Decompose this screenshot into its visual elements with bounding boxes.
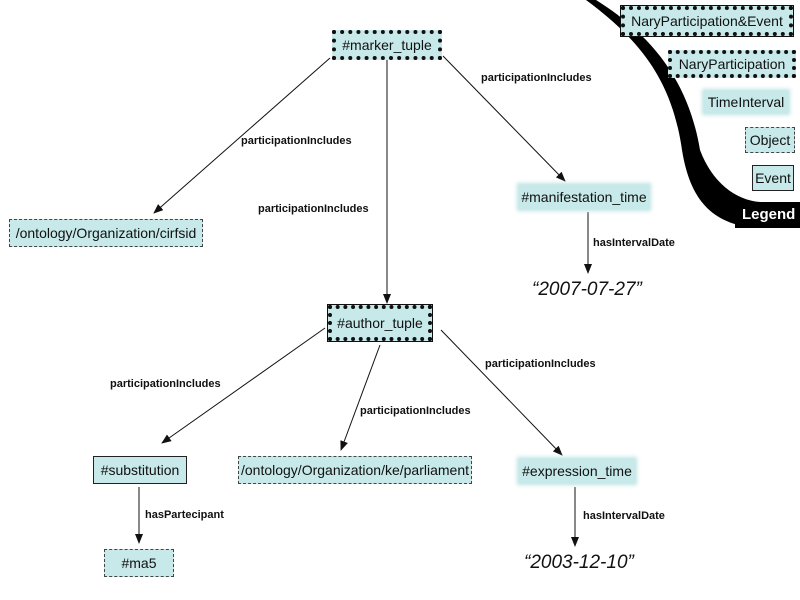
literal-manifestation-date: “2007-07-27” <box>532 279 642 300</box>
edge-label-expression-date: hasIntervalDate <box>583 510 665 522</box>
node-author-tuple[interactable]: #author_tuple <box>327 304 433 342</box>
legend-item-time-interval: TimeInterval <box>704 91 788 113</box>
edge-label-manifestation-date: hasIntervalDate <box>593 237 675 249</box>
edge-label-author-to-parliament: participationIncludes <box>360 405 471 417</box>
edge-label-substitution-to-ma5: hasPartecipant <box>145 509 224 521</box>
edge-label-marker-to-manifestation: participationIncludes <box>481 72 592 84</box>
edge-author-to-expression <box>440 329 563 456</box>
edge-marker-to-manifestation <box>442 55 566 182</box>
edge-label-author-to-substitution: participationIncludes <box>110 378 221 390</box>
node-substitution[interactable]: #substitution <box>93 456 187 484</box>
node-org-cirfsid[interactable]: /ontology/Organization/cirfsid <box>9 219 203 247</box>
node-expression-time[interactable]: #expression_time <box>519 459 635 483</box>
edge-marker-to-cirfsid <box>153 57 331 214</box>
edge-author-to-parliament <box>340 344 381 451</box>
edge-author-to-substitution <box>161 327 326 444</box>
node-manifestation-time[interactable]: #manifestation_time <box>519 185 649 209</box>
node-marker-tuple[interactable]: #marker_tuple <box>332 30 442 60</box>
edge-label-author-to-expression: participationIncludes <box>485 358 596 370</box>
literal-expression-date: “2003-12-10” <box>524 552 634 573</box>
legend-item-nary-participation: NaryParticipation <box>668 50 796 78</box>
edge-label-marker-to-author: participationIncludes <box>258 203 369 215</box>
legend-title: Legend <box>742 206 796 223</box>
legend-title-bar <box>735 202 800 228</box>
node-ma5[interactable]: #ma5 <box>104 549 174 577</box>
legend-item-object: Object <box>745 127 795 153</box>
legend-item-nary-participation-event: NaryParticipation&Event <box>620 5 794 37</box>
node-org-parliament[interactable]: /ontology/Organization/ke/parliament <box>238 456 472 484</box>
edge-label-marker-to-cirfsid: participationIncludes <box>241 135 352 147</box>
legend-item-event: Event <box>752 165 794 191</box>
